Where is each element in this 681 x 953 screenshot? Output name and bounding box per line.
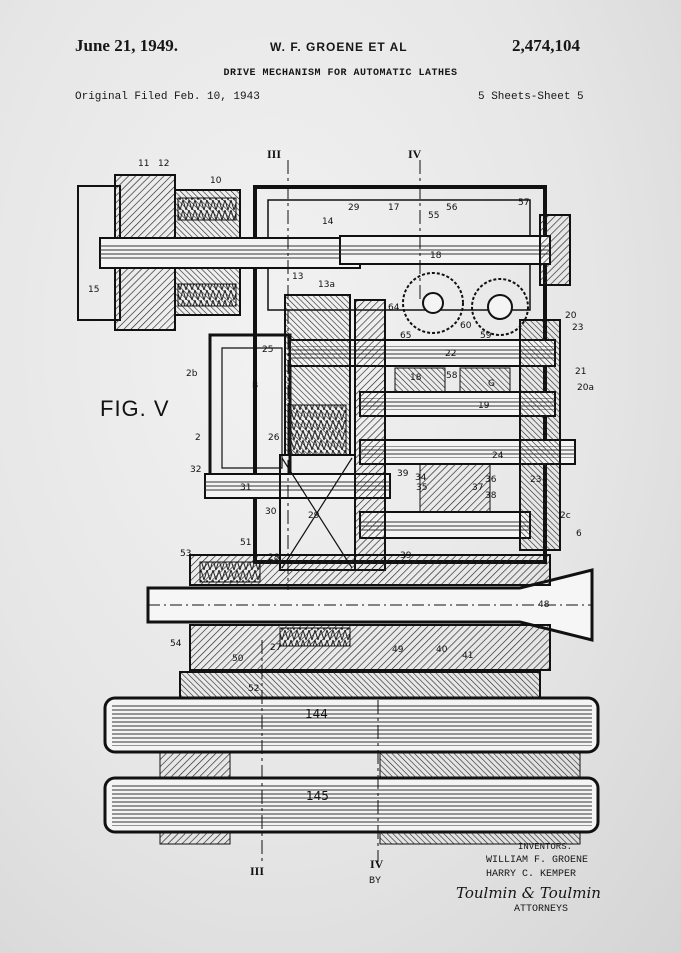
part-label: 2 xyxy=(195,433,201,443)
part-label: 24 xyxy=(492,451,504,461)
part-label: G xyxy=(488,379,495,389)
part-label: 64 xyxy=(388,303,400,313)
part-label: 52 xyxy=(248,684,259,694)
part-label: 30 xyxy=(265,507,277,517)
patent-date: June 21, 1949. xyxy=(75,36,178,55)
part-label: 57 xyxy=(518,198,529,208)
part-label: 50 xyxy=(232,654,244,664)
patent-number: 2,474,104 xyxy=(512,36,580,55)
part-label: 20 xyxy=(565,311,577,321)
part-label: 35 xyxy=(416,483,427,493)
patent-title: DRIVE MECHANISM FOR AUTOMATIC LATHES xyxy=(223,68,458,79)
part-label: 34 xyxy=(415,473,427,483)
part-label: 55 xyxy=(428,211,439,221)
part-label: 39 xyxy=(400,551,412,561)
part-label: 18 xyxy=(430,251,442,261)
part-label: 53 xyxy=(180,549,191,559)
section-mark-top-right: IV xyxy=(408,147,422,161)
part-label: 26 xyxy=(268,433,280,443)
part-label: 6 xyxy=(576,529,582,539)
part-label: 145 xyxy=(306,789,329,803)
part-label: 40 xyxy=(436,645,448,655)
machine-housing xyxy=(77,160,600,862)
part-label: 37 xyxy=(472,483,483,493)
attorney-signature: Toulmin & Toulmin xyxy=(456,884,601,902)
part-label: 31 xyxy=(240,483,251,493)
inventor-name-1: WILLIAM F. GROENE xyxy=(486,855,589,866)
part-label: 29 xyxy=(308,511,320,521)
part-label: 12 xyxy=(158,159,169,169)
part-label: 49 xyxy=(392,645,404,655)
part-label: 60 xyxy=(460,321,472,331)
part-label: 27 xyxy=(270,643,281,653)
filing-date: Original Filed Feb. 10, 1943 xyxy=(75,91,260,103)
part-label: 20a xyxy=(577,383,594,393)
part-label: 25 xyxy=(262,345,273,355)
part-label: B xyxy=(252,381,258,391)
part-label: 11 xyxy=(138,159,149,169)
inventors-caption: INVENTORS. xyxy=(518,842,573,852)
part-label: 10 xyxy=(210,176,222,186)
part-label: 13 xyxy=(292,272,303,282)
inventor-name-2: HARRY C. KEMPER xyxy=(486,869,577,880)
part-label: 29 xyxy=(348,203,360,213)
part-label: 23 xyxy=(530,475,541,485)
part-label: 38 xyxy=(485,491,497,501)
part-label: 21 xyxy=(575,367,586,377)
part-label: 32 xyxy=(190,465,201,475)
figure-label: FIG. V xyxy=(100,396,170,421)
part-label: 15 xyxy=(88,285,99,295)
section-mark-bottom-left: III xyxy=(250,864,264,878)
part-label: 41 xyxy=(462,651,473,661)
part-label: 36 xyxy=(485,475,497,485)
part-label: 39 xyxy=(397,469,409,479)
part-label: 59 xyxy=(480,331,492,341)
part-label: 58 xyxy=(446,371,458,381)
part-label: 23 xyxy=(572,323,583,333)
part-label: 13a xyxy=(318,280,335,290)
attorneys-caption: ATTORNEYS xyxy=(514,904,569,915)
part-label: 28 xyxy=(268,553,280,563)
part-label: 2c xyxy=(560,511,571,521)
part-label: 18 xyxy=(410,373,422,383)
by-label: BY xyxy=(369,876,382,887)
part-label: 22 xyxy=(445,349,456,359)
inventor-line: W. F. GROENE ET AL xyxy=(270,40,408,54)
sheet-number: 5 Sheets-Sheet 5 xyxy=(478,91,584,103)
part-label: 2b xyxy=(186,369,198,379)
part-label: 65 xyxy=(400,331,411,341)
section-mark-top-left: III xyxy=(267,147,281,161)
part-label: 56 xyxy=(446,203,458,213)
part-label: 51 xyxy=(240,538,251,548)
part-label: 17 xyxy=(388,203,399,213)
section-mark-bottom-right: IV xyxy=(370,857,384,871)
part-label: 48 xyxy=(538,600,550,610)
part-label: 54 xyxy=(170,639,182,649)
part-label: 19 xyxy=(478,401,490,411)
part-label: 144 xyxy=(305,707,328,721)
part-label: 14 xyxy=(322,217,334,227)
